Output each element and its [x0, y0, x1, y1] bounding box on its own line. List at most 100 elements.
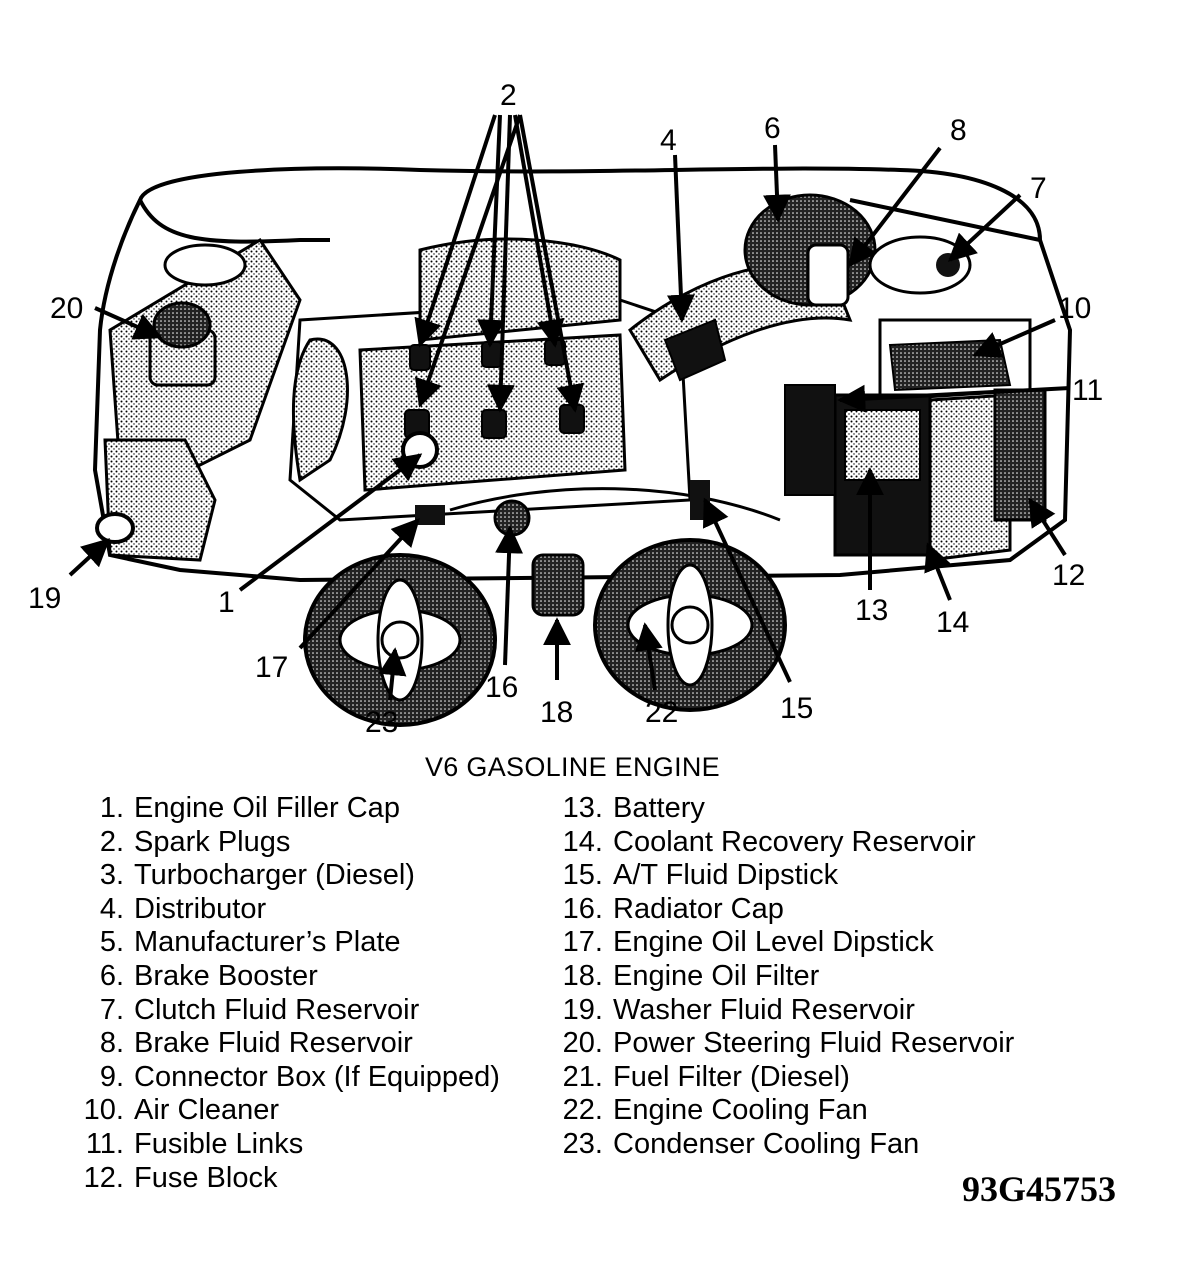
legend-item: 20.Power Steering Fluid Reservoir	[555, 1027, 1015, 1061]
radiator-cap-shape	[493, 499, 531, 537]
legend-number: 4.	[99, 892, 124, 925]
legend-item: 4. Distributor	[70, 893, 500, 927]
legend-label: Distributor	[134, 892, 267, 925]
legend-item: 3.Turbocharger (Diesel)	[70, 859, 500, 893]
legend-label: Radiator Cap	[613, 892, 784, 925]
legend-label: Fuel Filter (Diesel)	[613, 1060, 850, 1093]
legend-label: Condenser Cooling Fan	[613, 1127, 920, 1160]
distributor-shape	[663, 318, 727, 382]
leader-20	[94, 306, 163, 340]
legend-number: 8.	[99, 1027, 124, 1060]
leader-23	[378, 647, 407, 701]
legend-label: Spark Plugs	[134, 825, 291, 858]
leader-7	[947, 193, 1022, 262]
legend-item: 10. Air Cleaner	[70, 1094, 500, 1128]
legend-label: Brake Booster	[134, 959, 318, 992]
legend-number: 23.	[562, 1127, 603, 1160]
legend-number: 18.	[562, 959, 603, 992]
legend-item: 12. Fuse Block	[70, 1162, 500, 1196]
legend-label: Fuse Block	[134, 1161, 278, 1194]
engine-compartment-diagram: 1 2 4 6 7 8 10 11 12 13 14 15 16 17 18 1…	[28, 79, 1103, 739]
callout-19: 19	[28, 582, 61, 615]
legend-number: 20.	[562, 1027, 603, 1060]
legend-number: 19.	[562, 993, 603, 1026]
callout-16: 16	[485, 671, 518, 704]
legend-item: 15.A/T Fluid Dipstick	[555, 859, 1014, 893]
leader-10	[972, 318, 1056, 358]
legend-label: Brake Fluid Reservoir	[134, 1027, 413, 1060]
leader-19	[68, 538, 111, 577]
legend-label: Engine Oil Filler Cap	[134, 792, 400, 824]
fusible-links-shape	[784, 384, 836, 496]
legend-number: 16.	[562, 892, 603, 925]
callout-2: 2	[500, 79, 517, 112]
leader-2a	[414, 114, 497, 348]
legend-label: Air Cleaner	[134, 1094, 280, 1127]
coolant-reservoir-shape	[928, 393, 1012, 562]
legend-number: 12.	[83, 1161, 124, 1194]
legend-label: Coolant Recovery Reservoir	[613, 825, 976, 858]
leader-16	[495, 525, 524, 666]
legend-right-column: 13.Battery 14. Coolant Recovery Reservoir…	[555, 792, 1015, 1162]
legend-number: 10.	[83, 1094, 124, 1127]
callout-23: 23	[365, 706, 398, 739]
leader-4	[666, 154, 695, 323]
legend-item: 7. Clutch Fluid Reservoir	[70, 994, 500, 1028]
legend-number: 22.	[562, 1094, 603, 1127]
brake-fluid-reservoir-shape	[806, 243, 850, 307]
legend-label: Turbocharger (Diesel)	[134, 859, 415, 892]
callout-1: 1	[218, 586, 235, 619]
legend-item: 1. Engine Oil Filler Cap	[70, 792, 500, 826]
leader-2d	[513, 114, 565, 348]
legend-number: 1.	[99, 792, 124, 824]
callout-4: 4	[660, 124, 677, 157]
oil-filter-shape	[531, 553, 585, 617]
legend-label: Battery	[613, 792, 705, 824]
legend-label: Clutch Fluid Reservoir	[134, 993, 420, 1026]
legend-item: 5. Manufacturer’s Plate	[70, 926, 500, 960]
leader-14	[924, 542, 952, 601]
legend-number: 21.	[562, 1060, 603, 1093]
legend-number: 7.	[99, 993, 124, 1026]
legend-item: 9.Connector Box (If Equipped)	[70, 1061, 500, 1095]
legend-label: Engine Oil Level Dipstick	[613, 926, 934, 959]
legend-label: Manufacturer’s Plate	[134, 926, 401, 959]
legend-label: Engine Oil Filter	[613, 959, 820, 992]
legend-item: 11. Fusible Links	[70, 1128, 500, 1162]
legend-item: 2. Spark Plugs	[70, 826, 500, 860]
leader-22	[634, 622, 663, 691]
leader-lines	[68, 114, 1071, 701]
leader-2f	[414, 114, 522, 408]
legend-number: 5.	[99, 926, 124, 959]
legend-number: 2.	[99, 825, 124, 858]
leader-11	[837, 384, 1071, 413]
leader-1	[238, 453, 423, 592]
callout-20: 20	[50, 292, 83, 325]
legend-label: Fusible Links	[134, 1127, 304, 1160]
legend-item: 13.Battery	[555, 792, 1014, 826]
callout-7: 7	[1030, 172, 1047, 205]
legend-number: 11.	[85, 1127, 124, 1160]
radiator-hose	[449, 487, 781, 522]
battery-shape	[833, 393, 932, 557]
fuse-block-shape	[993, 388, 1047, 522]
callout-14: 14	[936, 606, 969, 639]
leader-8	[848, 146, 942, 268]
legend-item: 6.Brake Booster	[70, 960, 500, 994]
legend-item: 8. Brake Fluid Reservoir	[70, 1027, 500, 1061]
callout-22: 22	[645, 696, 678, 729]
diagram-title: V6 GASOLINE ENGINE	[425, 752, 720, 782]
legend-number: 14.	[562, 825, 603, 858]
callout-18: 18	[540, 696, 573, 729]
strut-tower-left	[163, 243, 247, 287]
dipstick-handle	[415, 505, 445, 525]
leader-2c	[486, 114, 515, 413]
legend-label: Washer Fluid Reservoir	[613, 993, 915, 1026]
legend-label: Engine Cooling Fan	[613, 1094, 868, 1127]
power-steering-reservoir	[148, 301, 217, 387]
legend-item: 23. Condenser Cooling Fan	[555, 1128, 1014, 1162]
legend-label: Connector Box (If Equipped)	[134, 1060, 500, 1093]
condenser-cooling-fan-shape	[303, 553, 497, 727]
callout-12: 12	[1052, 559, 1085, 592]
leader-17	[298, 517, 420, 650]
